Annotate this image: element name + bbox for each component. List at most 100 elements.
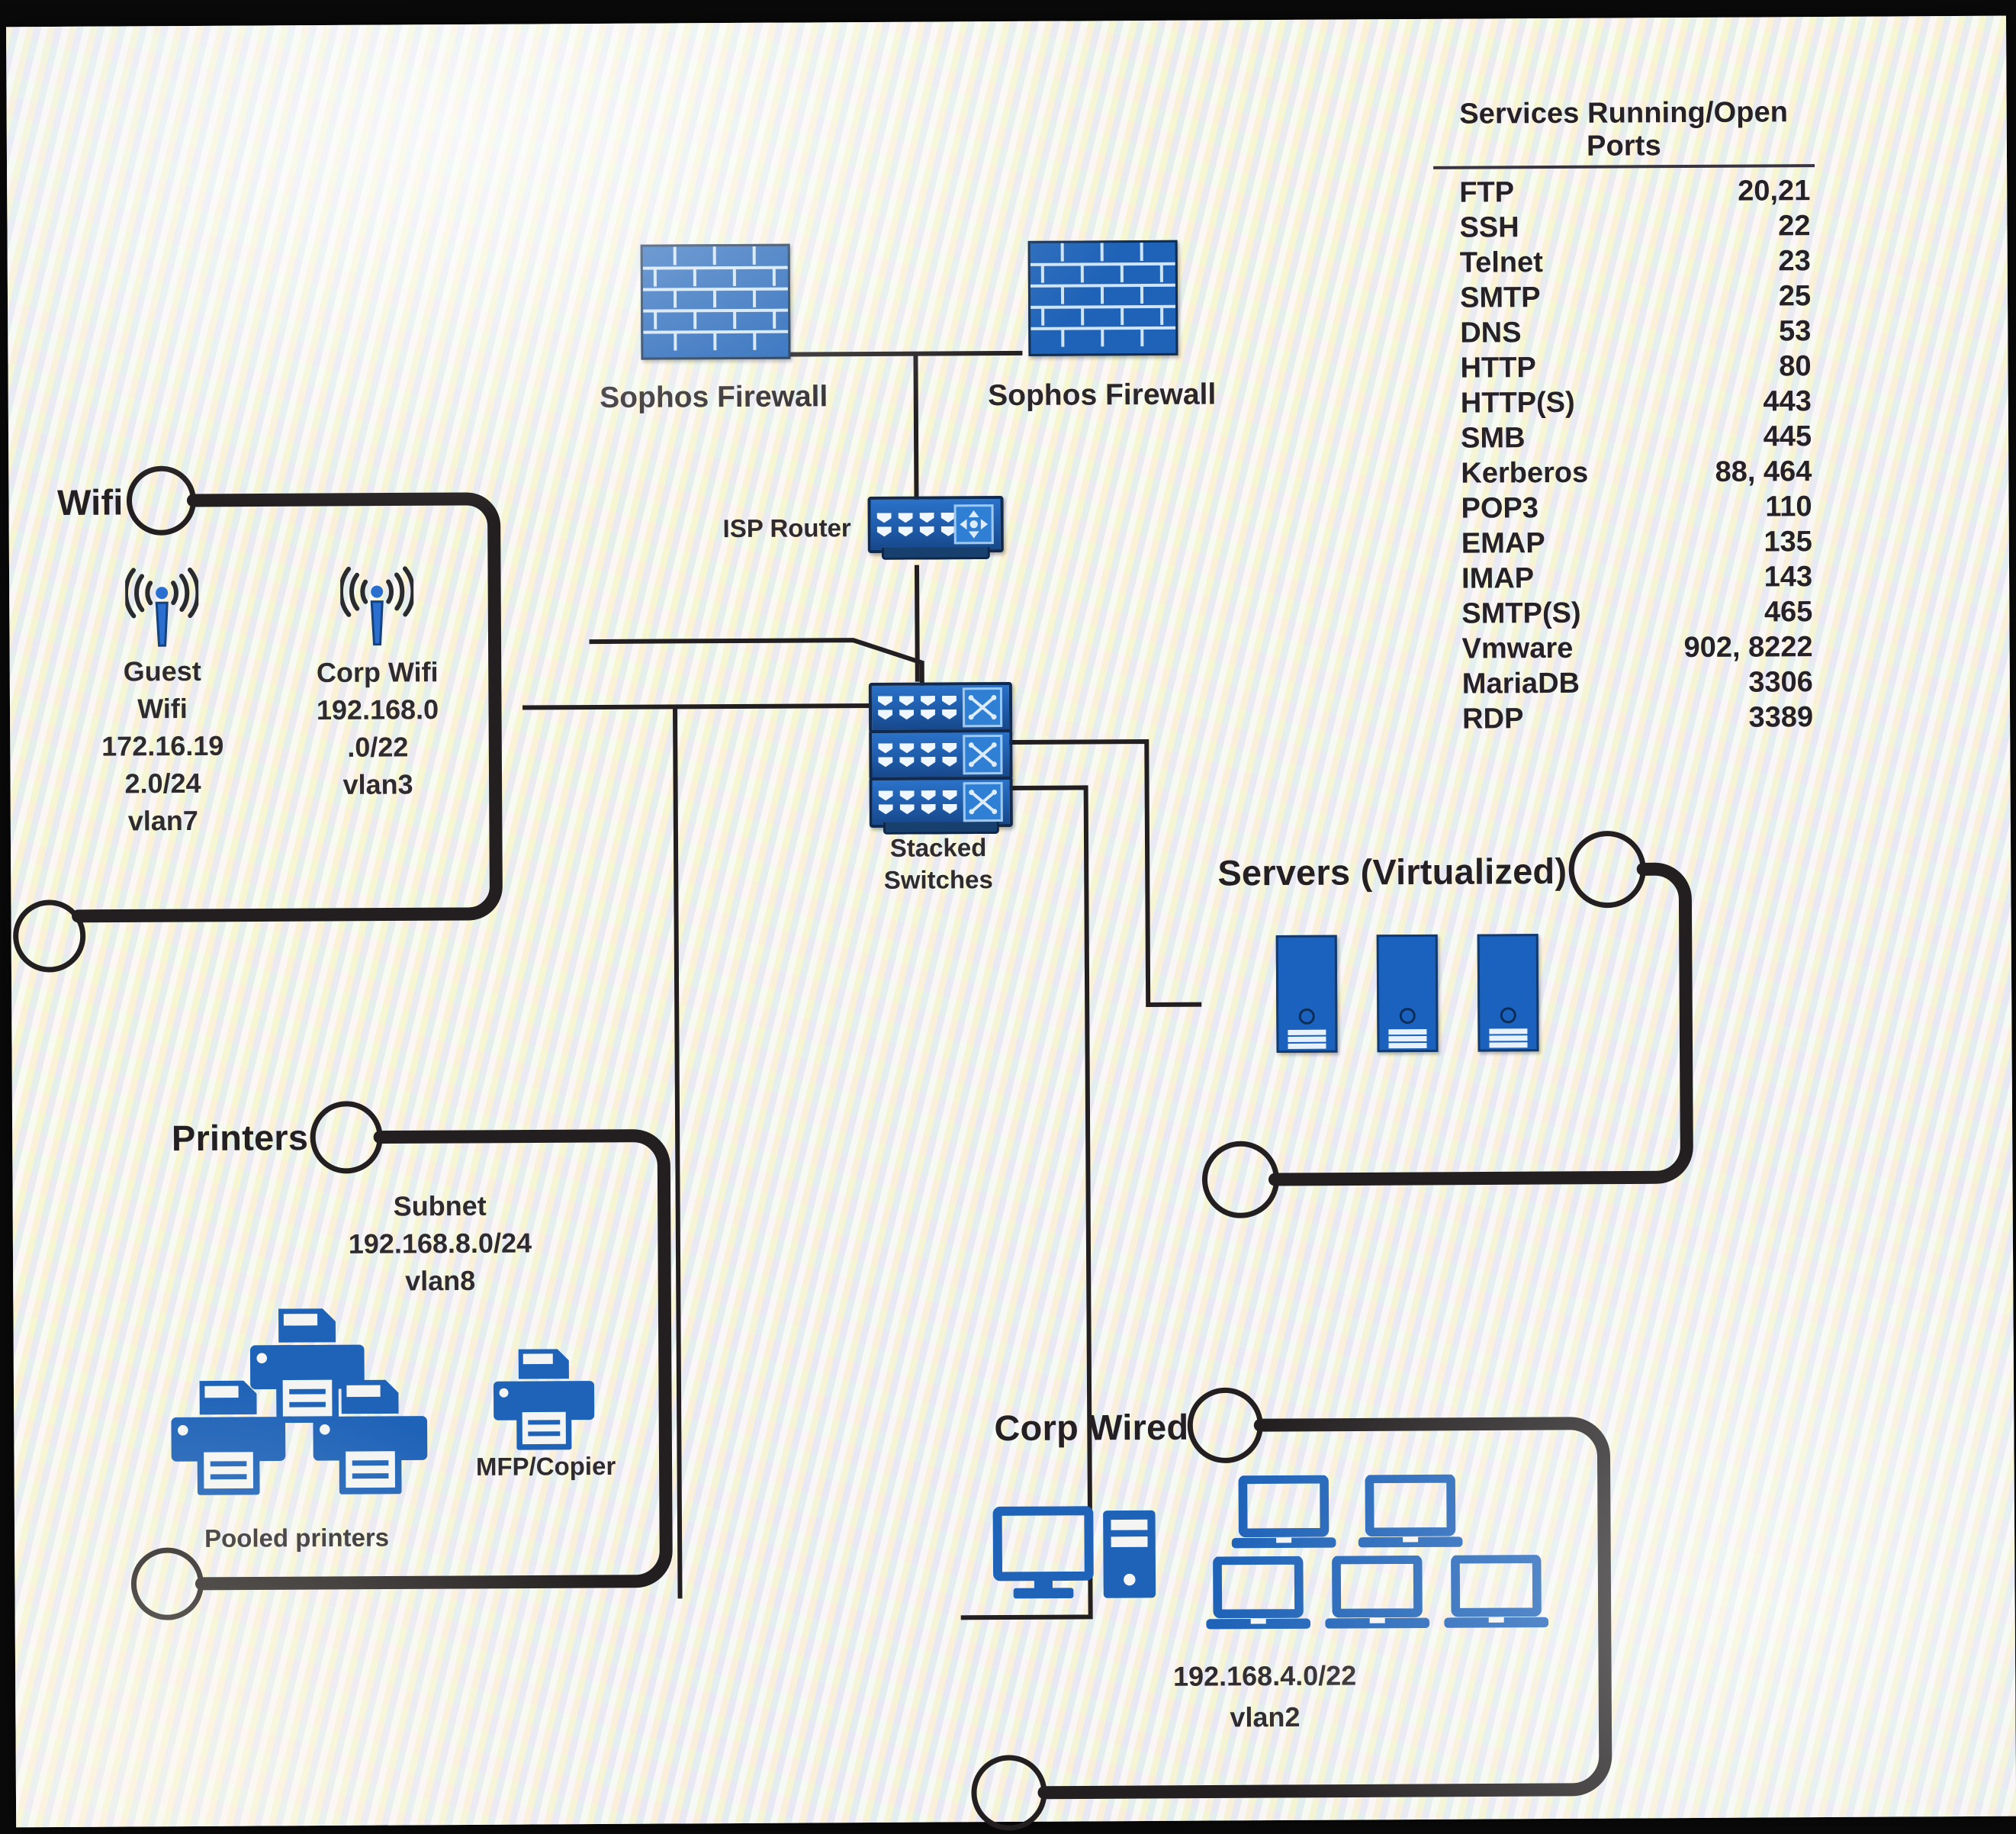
router-arrows-icon xyxy=(953,504,994,545)
stacked-switches-label-line2: Switches xyxy=(883,865,993,894)
service-name: POP3 xyxy=(1461,491,1539,525)
desktop-computer-icon xyxy=(989,1505,1166,1605)
corp-wifi-subnet-line2: .0/22 xyxy=(347,731,409,763)
service-row: EMAP 135 xyxy=(1436,525,1817,562)
wire-switch-to-servers xyxy=(994,738,1202,1007)
service-name: EMAP xyxy=(1461,526,1545,560)
service-name: HTTP(S) xyxy=(1460,386,1575,420)
wire-trunk-to-printers xyxy=(673,706,683,1599)
wire-firewall-link xyxy=(783,350,1023,357)
service-row: SMTP 25 xyxy=(1434,279,1815,317)
service-ports: 25 xyxy=(1778,280,1812,313)
pooled-printer-left-icon xyxy=(163,1372,294,1503)
service-ports: 445 xyxy=(1763,420,1812,453)
service-ports: 20,21 xyxy=(1738,175,1811,208)
switch-crossbar-icon xyxy=(963,735,1003,775)
switch-crossbar-icon xyxy=(962,687,1003,728)
mfp-copier-icon xyxy=(487,1342,602,1457)
service-row: RDP 3389 xyxy=(1436,700,1818,738)
service-name: FTP xyxy=(1459,176,1515,209)
service-name: RDP xyxy=(1461,702,1524,735)
service-name: SMTP xyxy=(1459,281,1541,314)
corp-wired-zone-title: Corp Wired xyxy=(994,1406,1189,1449)
service-name: IMAP xyxy=(1461,561,1535,595)
guest-wifi-subnet-line1: 172.16.19 xyxy=(101,729,224,762)
corp-wired-connector-bottom xyxy=(971,1755,1047,1831)
service-row: FTP 20,21 xyxy=(1433,174,1815,211)
guest-wifi-vlan: vlan7 xyxy=(127,804,198,837)
service-row: HTTP(S) 443 xyxy=(1435,384,1816,422)
server-tower-3 xyxy=(1477,934,1539,1052)
service-ports: 23 xyxy=(1778,245,1811,278)
service-name: SMTP(S) xyxy=(1461,597,1581,630)
service-ports: 135 xyxy=(1764,525,1812,558)
servers-connector-bottom xyxy=(1201,1141,1279,1218)
server-tower-2 xyxy=(1376,934,1439,1053)
wire-isp-to-switch xyxy=(914,565,920,682)
laptop-bottom-center-icon xyxy=(1323,1555,1431,1633)
sophos-firewall-left-label: Sophos Firewall xyxy=(600,380,828,414)
service-row: SMB 445 xyxy=(1435,420,1816,457)
corp-wired-connector-top xyxy=(1187,1387,1263,1463)
service-name: SSH xyxy=(1459,211,1519,244)
service-name: Kerberos xyxy=(1461,456,1589,490)
service-ports: 3389 xyxy=(1748,700,1814,734)
mfp-copier-label: MFP/Copier xyxy=(475,1451,616,1481)
isp-router-label: ISP Router xyxy=(722,513,851,543)
sophos-firewall-right-icon xyxy=(1027,240,1178,356)
corp-wired-vlan: vlan2 xyxy=(1230,1700,1301,1733)
laptop-bottom-right-icon xyxy=(1442,1555,1550,1632)
stacked-switch-2 xyxy=(869,729,1013,781)
service-name: Vmware xyxy=(1461,632,1574,665)
guest-wifi-name-line2: Wifi xyxy=(137,693,188,725)
service-row: Telnet 23 xyxy=(1434,244,1815,282)
corp-wifi-subnet-line1: 192.168.0 xyxy=(316,693,439,726)
service-name: Telnet xyxy=(1459,246,1543,279)
guest-wifi-subnet-line2: 2.0/24 xyxy=(124,767,201,800)
service-ports: 88, 464 xyxy=(1715,455,1812,488)
wire-switch-trunk-upper xyxy=(589,638,924,687)
service-name: HTTP xyxy=(1460,351,1536,384)
service-name: SMB xyxy=(1460,421,1526,455)
isp-router-icon xyxy=(867,496,1004,560)
wifi-connector-bottom xyxy=(13,899,86,973)
sophos-firewall-right-label: Sophos Firewall xyxy=(988,378,1217,413)
printers-subnet-label: Subnet xyxy=(393,1189,487,1222)
printers-connector-top xyxy=(310,1101,383,1174)
corp-wifi-name: Corp Wifi xyxy=(316,656,439,689)
services-panel-title: Services Running/Open Ports xyxy=(1432,96,1815,169)
guest-wifi-name-line1: Guest xyxy=(123,655,201,687)
wire-fw-to-isp xyxy=(913,353,919,503)
servers-connector-top xyxy=(1568,831,1646,909)
service-ports: 443 xyxy=(1763,384,1812,418)
service-name: MariaDB xyxy=(1461,667,1580,700)
printers-zone-title: Printers xyxy=(171,1117,309,1159)
laptop-top-right-icon xyxy=(1357,1474,1465,1552)
wire-trunk-to-wifi xyxy=(522,703,895,710)
laptop-bottom-left-icon xyxy=(1204,1556,1312,1633)
corp-wifi-access-point-icon xyxy=(339,565,414,649)
stacked-switch-3 xyxy=(869,776,1013,835)
service-row: SMTP(S) 465 xyxy=(1436,595,1817,632)
stacked-switches-label-line1: Stacked xyxy=(889,833,987,862)
printers-vlan: vlan8 xyxy=(405,1264,476,1297)
service-ports: 143 xyxy=(1764,560,1813,594)
service-ports: 465 xyxy=(1764,595,1813,629)
corp-wired-subnet: 192.168.4.0/22 xyxy=(1172,1659,1357,1692)
stacked-switch-1 xyxy=(868,681,1013,734)
wifi-zone-title: Wifi xyxy=(56,481,124,523)
switch-crossbar-icon xyxy=(963,782,1003,822)
printers-connector-bottom xyxy=(130,1547,204,1620)
laptop-top-left-icon xyxy=(1230,1475,1338,1552)
pooled-printers-label: Pooled printers xyxy=(204,1523,390,1552)
wifi-access-point-icon xyxy=(124,566,199,651)
